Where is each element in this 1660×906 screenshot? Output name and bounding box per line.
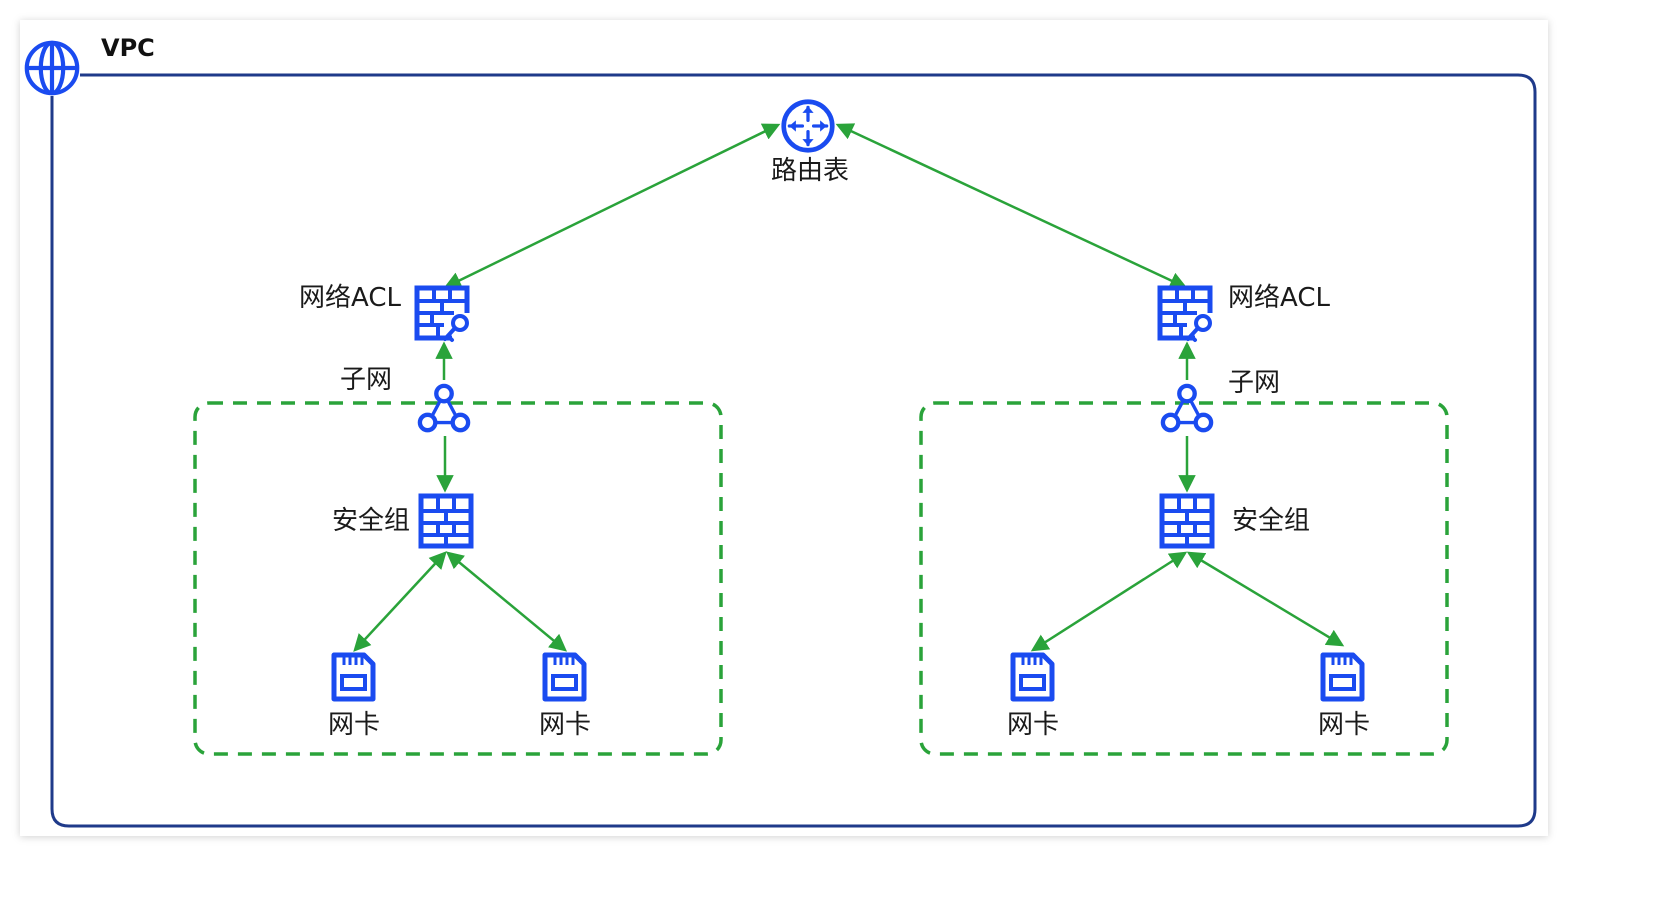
nic-label: 网卡 [1006,710,1060,740]
diagram-frame [20,20,1548,836]
nic-label: 网卡 [327,710,381,740]
subnet-boundary-right [919,401,1449,756]
arrow-router-acl-right [835,123,1188,289]
nic-label: 网卡 [1317,710,1371,740]
arrow-sg-nic-4 [1186,551,1345,647]
arrow-sg-nic-3 [1030,551,1188,652]
vpc-boundary [50,73,1537,828]
globe-icon [27,43,77,93]
subnet-label-left: 子网 [340,365,393,395]
arrow-router-acl-left [443,123,781,289]
nic-label: 网卡 [538,710,592,740]
acl-label-right: 网络ACL [1228,283,1330,313]
router-label: 路由表 [770,156,850,186]
sg-label-right: 安全组 [1232,506,1311,536]
sg-label-left: 安全组 [331,506,410,536]
acl-label-left: 网络ACL [299,283,401,313]
subnet-label-right: 子网 [1228,368,1281,398]
arrow-sg-nic-2 [445,551,568,652]
arrow-sg-nic-1 [353,551,447,652]
subnet-boundary-left [193,401,723,756]
vpc-title: VPC [101,34,155,62]
